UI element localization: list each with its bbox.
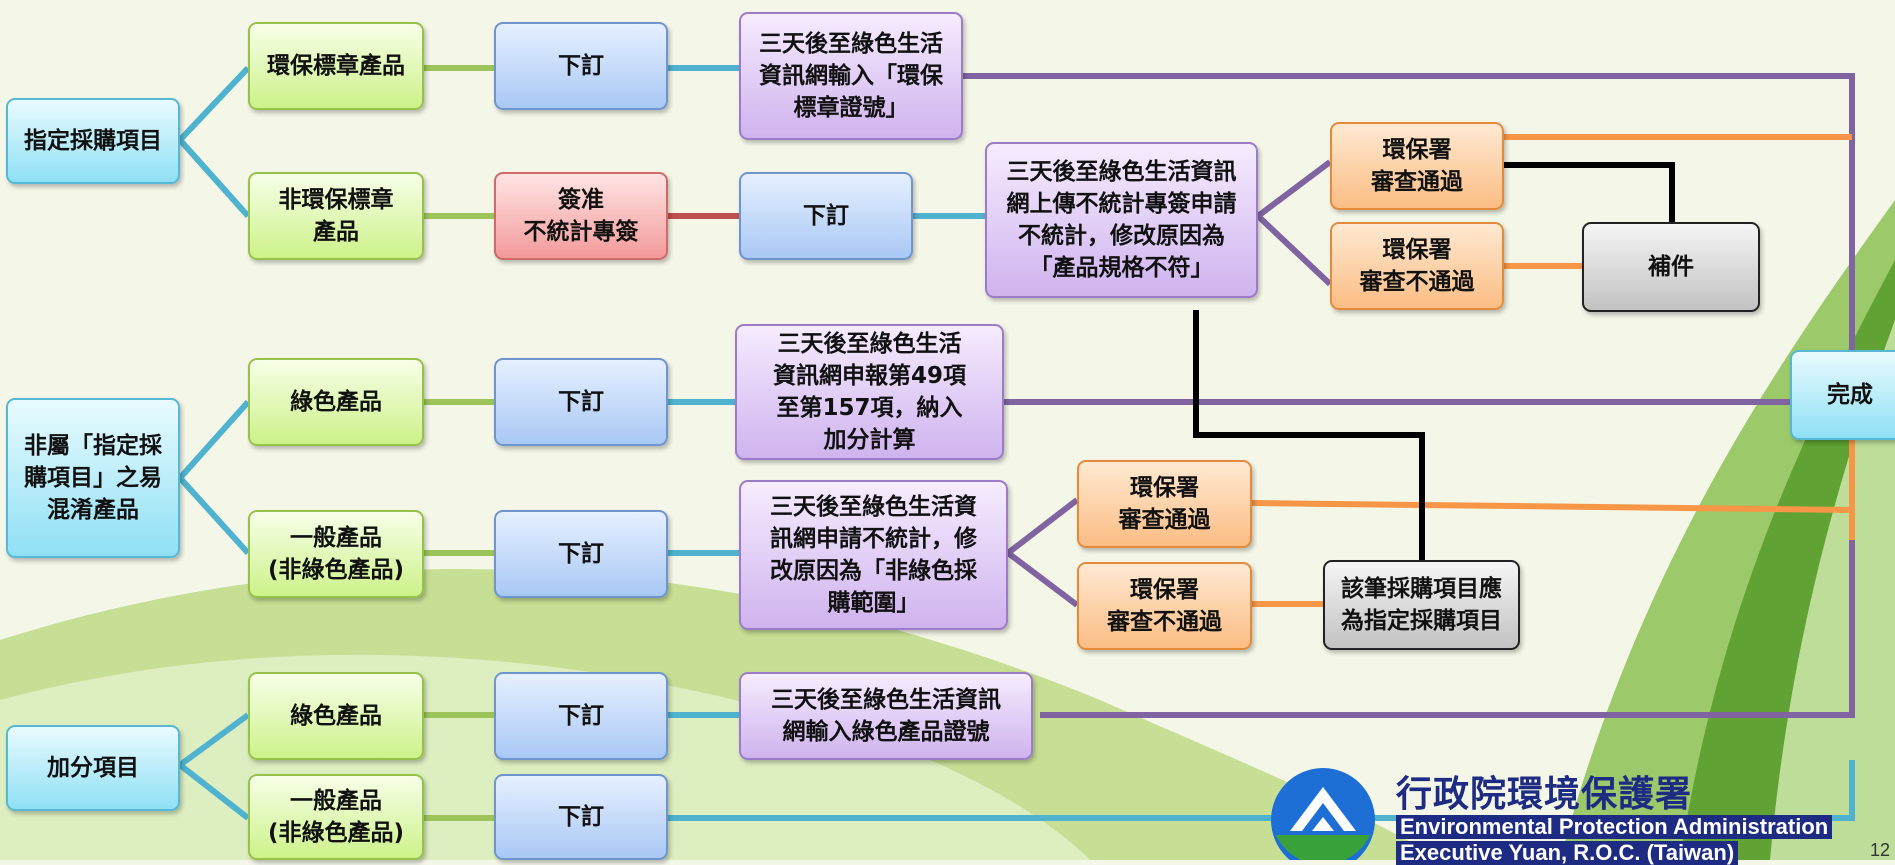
upload-exclusion-request-node: 三天後至綠色生活資訊 網上傳不統計專簽申請 不統計，修改原因為 「產品規格不符」 (985, 142, 1258, 298)
input-green-product-number-node: 三天後至綠色生活資訊 網輸入綠色產品證號 (739, 672, 1033, 760)
order-node-1: 下訂 (494, 22, 668, 110)
order-node-4: 下訂 (494, 510, 668, 598)
epa-logo: 行政院環境保護署 Environmental Protection Admini… (1268, 765, 1895, 865)
apply-exclusion-node: 三天後至綠色生活資 訊網申請不統計，修 改原因為「非綠色採 購範圍」 (739, 480, 1008, 630)
group-confusable-products: 非屬「指定採 購項目」之易 混淆產品 (6, 398, 180, 558)
epa-review-fail-node-2: 環保署 審查不通過 (1077, 562, 1252, 650)
epa-review-pass-node-1: 環保署 審查通過 (1330, 122, 1504, 210)
declare-items-node: 三天後至綠色生活 資訊網申報第49項 至第157項，納入 加分計算 (735, 324, 1004, 460)
complete-node: 完成 (1790, 350, 1895, 440)
approve-exclusion-node: 簽准 不統計專簽 (494, 172, 668, 260)
non-eco-label-product-node: 非環保標章 產品 (248, 172, 424, 260)
order-node-6: 下訂 (494, 774, 668, 860)
should-be-designated-item-node: 該筆採購項目應 為指定採購項目 (1323, 560, 1520, 650)
group-designated-items: 指定採購項目 (6, 98, 180, 184)
green-product-node-2: 綠色產品 (248, 672, 424, 760)
epa-emblem-icon (1271, 768, 1375, 860)
eco-label-product-node: 環保標章產品 (248, 22, 424, 110)
general-product-node-2: 一般產品 (非綠色產品) (248, 774, 424, 860)
epa-review-fail-node-1: 環保署 審查不通過 (1330, 222, 1504, 310)
epa-review-pass-node-2: 環保署 審查通過 (1077, 460, 1252, 548)
order-node-5: 下訂 (494, 672, 668, 760)
green-product-node-1: 綠色產品 (248, 358, 424, 446)
org-name-english-line1: Environmental Protection Administration (1396, 815, 1833, 839)
general-product-node-1: 一般產品 (非綠色產品) (248, 510, 424, 598)
supplement-documents-node: 補件 (1582, 222, 1760, 312)
order-node-2: 下訂 (739, 172, 913, 260)
order-node-3: 下訂 (494, 358, 668, 446)
input-eco-label-number-node: 三天後至綠色生活 資訊網輸入「環保 標章證號」 (739, 12, 963, 140)
group-bonus-items: 加分項目 (6, 725, 180, 811)
org-name-chinese: 行政院環境保護署 (1396, 773, 1693, 815)
org-name-english-line2: Executive Yuan, R.O.C. (Taiwan) (1396, 841, 1739, 865)
page-number: 12 (1870, 840, 1891, 860)
